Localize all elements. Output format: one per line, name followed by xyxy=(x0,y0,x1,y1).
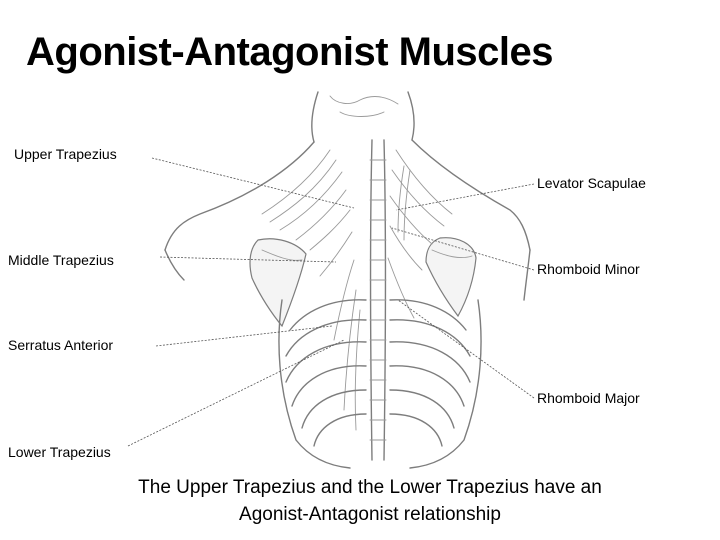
spine xyxy=(370,140,386,460)
leader-lines xyxy=(128,158,534,446)
ribcage xyxy=(279,300,481,468)
shoulder-outline xyxy=(165,140,530,300)
label-middle-trapezius: Middle Trapezius xyxy=(8,252,114,268)
leader-lower-trapezius xyxy=(128,340,344,446)
caption: The Upper Trapezius and the Lower Trapez… xyxy=(90,474,650,528)
caption-line-1: The Upper Trapezius and the Lower Trapez… xyxy=(90,474,650,501)
neck-outline xyxy=(312,92,414,142)
label-serratus-anterior: Serratus Anterior xyxy=(8,337,113,353)
leader-upper-trapezius xyxy=(152,158,354,208)
leader-levator-scapulae xyxy=(396,184,534,210)
leader-serratus-anterior xyxy=(156,326,332,346)
left-scapula xyxy=(250,239,306,326)
label-rhomboid-minor: Rhomboid Minor xyxy=(537,261,640,277)
caption-line-2: Agonist-Antagonist relationship xyxy=(90,501,650,528)
label-lower-trapezius: Lower Trapezius xyxy=(8,444,111,460)
leader-middle-trapezius xyxy=(160,257,336,262)
label-upper-trapezius: Upper Trapezius xyxy=(14,146,117,162)
right-scapula xyxy=(426,238,476,316)
label-levator-scapulae: Levator Scapulae xyxy=(537,175,646,191)
label-rhomboid-major: Rhomboid Major xyxy=(537,390,640,406)
